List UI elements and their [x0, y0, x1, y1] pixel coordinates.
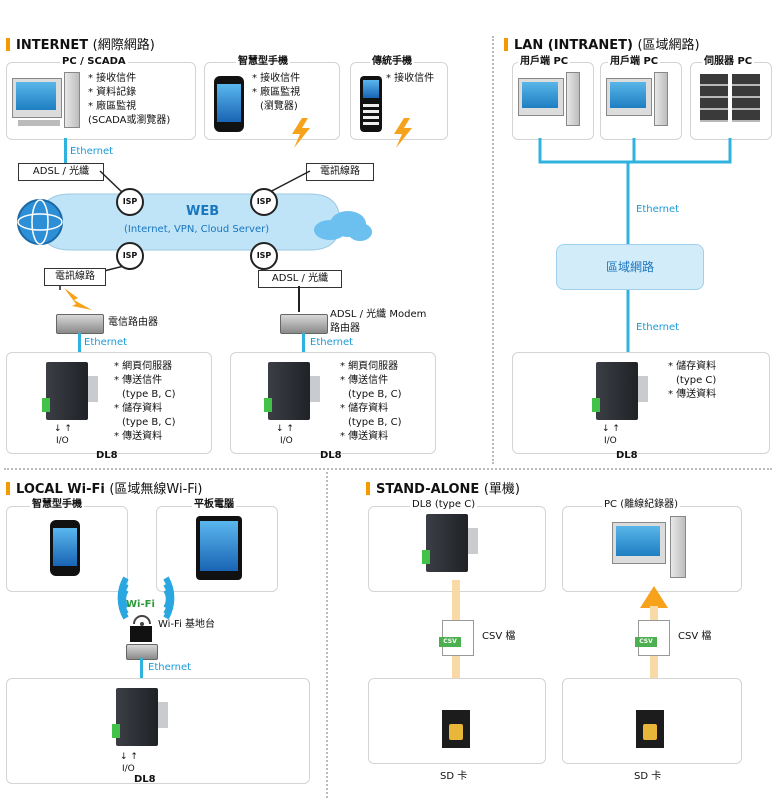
- adsl-fiber-tag: ADSL / 光纖: [18, 163, 104, 181]
- dl8-card: [512, 352, 770, 454]
- telecom-line-tag: 電訊線路: [44, 268, 106, 286]
- web-title: WEB: [186, 204, 220, 219]
- ethernet-label: Ethernet: [148, 662, 192, 673]
- desktop-pc-icon: [612, 516, 692, 582]
- server-icon: [700, 74, 760, 122]
- section-divider: [4, 468, 772, 470]
- dl8-card: [6, 678, 310, 784]
- pc-scada-label: PC / SCADA: [60, 55, 128, 69]
- dl8-label: DL8: [320, 450, 342, 461]
- client-pc-label: 用戶端 PC: [518, 55, 571, 69]
- io-arrows-icon: ↓ ↑: [602, 424, 620, 434]
- smartphone-label: 智慧型手機: [30, 498, 84, 512]
- tablet-icon: [196, 516, 242, 580]
- modem-router-icon: [280, 314, 328, 334]
- io-arrows-icon: ↓ ↑: [276, 424, 294, 434]
- section-divider: [492, 36, 494, 464]
- wifi-section-title: LOCAL Wi-Fi (區域無線Wi-Fi): [6, 482, 203, 498]
- ethernet-line: [302, 333, 305, 365]
- dl8-label: DL8: [134, 774, 156, 785]
- adsl-fiber-tag: ADSL / 光纖: [258, 270, 342, 288]
- local-network-box: 區域網路: [556, 244, 704, 290]
- modem-router-label-1: ADSL / 光纖 Modem: [330, 309, 427, 320]
- wifi-label: Wi-Fi: [126, 599, 155, 610]
- desktop-pc-icon: [606, 72, 672, 130]
- smartphone-icon: [214, 76, 244, 132]
- ethernet-label: Ethernet: [636, 204, 680, 215]
- standalone-section-title: STAND-ALONE (單機): [366, 482, 520, 498]
- classic-phone-features: * 接收信件: [386, 73, 435, 84]
- io-arrows-icon: ↓ ↑: [54, 424, 72, 434]
- dl8-label: DL8: [96, 450, 118, 461]
- dl8-type-label: DL8 (type C): [410, 498, 478, 512]
- base-station-label: Wi-Fi 基地台: [158, 619, 216, 630]
- dl8-features: * 儲存資料(type C)* 傳送資料: [668, 361, 717, 400]
- web-subtitle: (Internet, VPN, Cloud Server): [124, 224, 270, 235]
- sd-card-icon: [636, 710, 664, 748]
- isp-node: ISP: [250, 188, 278, 216]
- telecom-router-icon: [56, 314, 104, 334]
- lightning-icon: [292, 118, 310, 148]
- sd-card-label: SD 卡: [634, 771, 662, 782]
- up-arrow-icon: [640, 586, 668, 710]
- cloud-icon: [314, 211, 372, 241]
- wifi-signal-icon: [117, 576, 129, 620]
- desktop-pc-icon: [518, 72, 584, 130]
- telecom-router-label: 電信路由器: [108, 317, 158, 328]
- smartphone-features: * 接收信件 * 廠區監視 (瀏覽器): [252, 73, 301, 112]
- client-pc-label: 用戶端 PC: [608, 55, 661, 69]
- dl8-label: DL8: [616, 450, 638, 461]
- dl8-features: * 網頁伺服器* 傳送信件(type B, C)* 儲存資料(type B, C…: [114, 361, 176, 442]
- lightning-icon: [394, 118, 412, 148]
- classic-phone-label: 傳統手機: [370, 55, 414, 69]
- csv-file-label: CSV 檔: [482, 631, 516, 642]
- io-label: I/O: [280, 436, 293, 446]
- lightning-icon: [64, 288, 92, 310]
- pc-logger-label: PC (離線紀錄器): [602, 498, 680, 512]
- isp-node: ISP: [250, 242, 278, 270]
- internet-section-title: INTERNET (網際網路): [6, 38, 155, 54]
- sd-card-icon: [442, 710, 470, 748]
- ethernet-label: Ethernet: [636, 322, 680, 333]
- io-label: I/O: [122, 764, 135, 774]
- isp-node: ISP: [116, 242, 144, 270]
- section-divider: [326, 472, 328, 798]
- sd-card-label: SD 卡: [440, 771, 468, 782]
- smartphone-icon: [50, 520, 80, 576]
- wifi-signal-icon: [163, 576, 175, 620]
- dl8-card: [6, 352, 212, 454]
- wifi-antenna-icon: [133, 615, 151, 626]
- pc-scada-features: * 接收信件 * 資料記錄 * 廠區監視 (SCADA或瀏覽器): [88, 73, 171, 126]
- dl8-card: [230, 352, 436, 454]
- io-arrows-icon: ↓ ↑: [120, 752, 138, 762]
- globe-icon: [17, 199, 63, 245]
- dl8-features: * 網頁伺服器* 傳送信件(type B, C)* 儲存資料(type B, C…: [340, 361, 402, 442]
- ethernet-line: [64, 138, 67, 164]
- io-label: I/O: [604, 436, 617, 446]
- server-pc-label: 伺服器 PC: [702, 55, 755, 69]
- ethernet-label: Ethernet: [70, 146, 114, 157]
- csv-file-icon: CSV: [439, 620, 474, 656]
- csv-file-icon: CSV: [635, 620, 670, 656]
- desktop-pc-icon: [12, 72, 82, 130]
- csv-file-label: CSV 檔: [678, 631, 712, 642]
- ethernet-label: Ethernet: [84, 337, 128, 348]
- lan-section-title: LAN (INTRANET) (區域網路): [504, 38, 700, 54]
- client-pc-card: [512, 62, 594, 140]
- connection-line: [298, 286, 300, 312]
- isp-node: ISP: [116, 188, 144, 216]
- tablet-label: 平板電腦: [192, 498, 236, 512]
- smartphone-label: 智慧型手機: [236, 55, 290, 69]
- classic-phone-icon: [360, 76, 382, 132]
- io-label: I/O: [56, 436, 69, 446]
- base-station-icon: [130, 626, 152, 642]
- ethernet-label: Ethernet: [310, 337, 354, 348]
- modem-router-label-2: 路由器: [330, 323, 360, 334]
- ethernet-line: [78, 333, 81, 365]
